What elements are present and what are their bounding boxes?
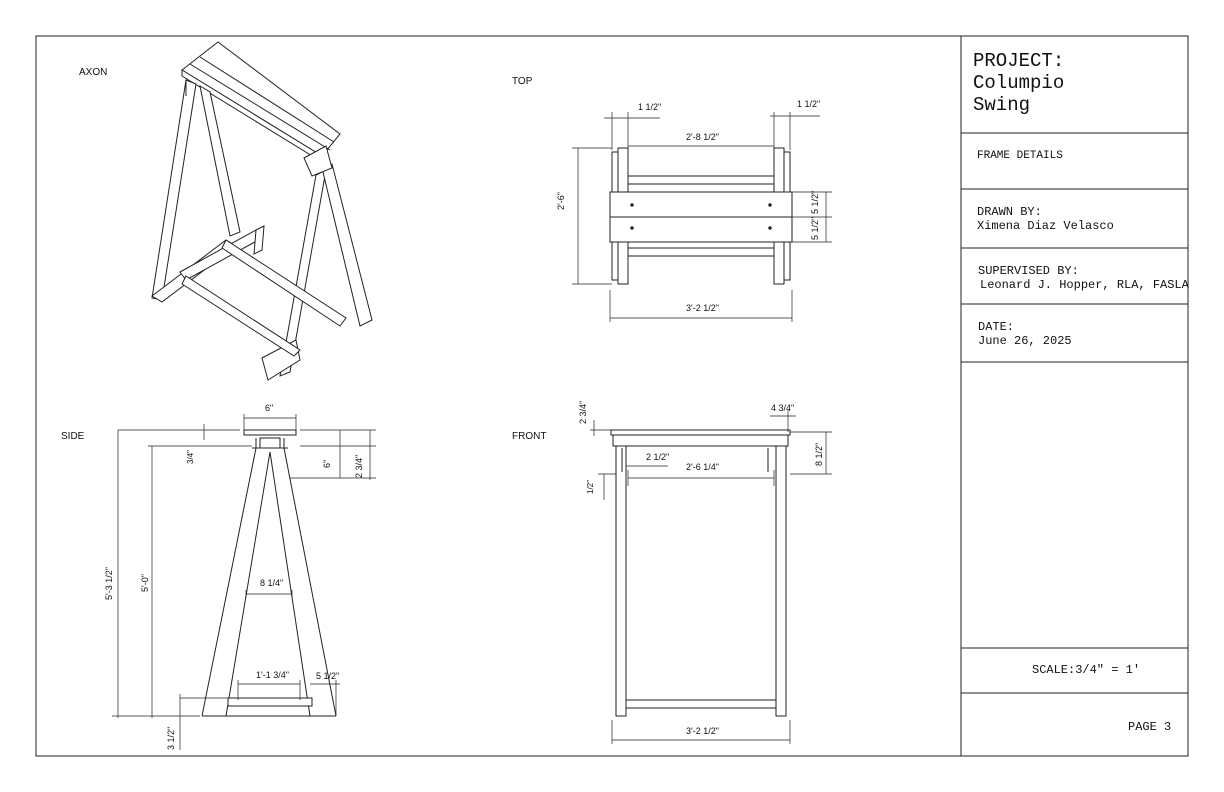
- sheet-title: FRAME DETAILS: [977, 150, 1063, 162]
- front-drawing: [610, 429, 791, 717]
- dim-label: 5 1/2": [810, 190, 820, 214]
- side-drawing: [201, 429, 337, 717]
- project-label: PROJECT:: [973, 50, 1065, 72]
- dim-label: 5'-3 1/2": [104, 567, 114, 600]
- side-dimension-lines: [112, 414, 376, 750]
- scale-label: SCALE:3/4" = 1': [1032, 663, 1141, 677]
- top-dimension-lines: [572, 112, 832, 322]
- sheet-border: [35, 35, 1189, 757]
- dim-label: 2'-6 1/4": [686, 462, 719, 472]
- front-dimension-lines: [590, 410, 832, 744]
- view-label-axon: AXON: [79, 67, 108, 78]
- date-block: DATE: June 26, 2025: [978, 320, 1204, 348]
- axon-drawing: [151, 41, 373, 381]
- dim-label: 6": [322, 459, 332, 468]
- top-drawing: [609, 147, 793, 285]
- dim-label: 5 1/2": [316, 671, 340, 681]
- drawn-by-name: Ximena Diaz Velasco: [977, 219, 1114, 233]
- dim-label: 8 1/4": [260, 578, 284, 588]
- date-label: DATE:: [978, 320, 1015, 334]
- view-label-side: SIDE: [61, 431, 85, 442]
- dim-label: 5 1/2": [810, 216, 820, 240]
- dim-label: 5'-0": [140, 574, 150, 592]
- dim-label: 2'-6": [556, 192, 566, 210]
- dim-label: 1/2": [586, 480, 595, 494]
- supervised-by-name: Leonard J. Hopper, RLA, FASLA: [980, 278, 1189, 292]
- dim-label: 3/4": [186, 450, 195, 464]
- dim-label: 2'-8 1/2": [686, 132, 719, 142]
- supervised-by-label: SUPERVISED BY:: [978, 264, 1079, 278]
- dim-label: 8 1/2": [814, 442, 824, 466]
- supervised-by-block: SUPERVISED BY: Leonard J. Hopper, RLA, F…: [978, 264, 1224, 292]
- dim-label: 2 1/2": [646, 452, 670, 462]
- dim-label: 6": [265, 403, 274, 413]
- dim-label: 3'-2 1/2": [686, 303, 719, 313]
- page-number: PAGE 3: [1128, 720, 1172, 734]
- dim-label: 2 3/4": [354, 454, 364, 478]
- project-name-line-1: Columpio: [973, 72, 1065, 94]
- dim-label: 2 3/4": [578, 400, 588, 424]
- dim-label: 3'-2 1/2": [686, 726, 719, 736]
- drawn-by-label: DRAWN BY:: [977, 205, 1042, 219]
- drawn-by-block: DRAWN BY: Ximena Diaz Velasco: [977, 205, 1203, 233]
- date-value: June 26, 2025: [978, 334, 1072, 348]
- dim-label: 1'-1 3/4": [256, 670, 289, 680]
- dim-label: 1 1/2": [797, 99, 821, 109]
- project-name-line-2: Swing: [973, 94, 1031, 116]
- dim-label: 4 3/4": [771, 403, 795, 413]
- dim-label: 1 1/2": [638, 102, 662, 112]
- dim-label: 3 1/2": [166, 726, 176, 750]
- view-label-top: TOP: [512, 76, 533, 87]
- view-label-front: FRONT: [512, 431, 547, 442]
- project-heading: PROJECT: Columpio Swing: [973, 50, 1199, 116]
